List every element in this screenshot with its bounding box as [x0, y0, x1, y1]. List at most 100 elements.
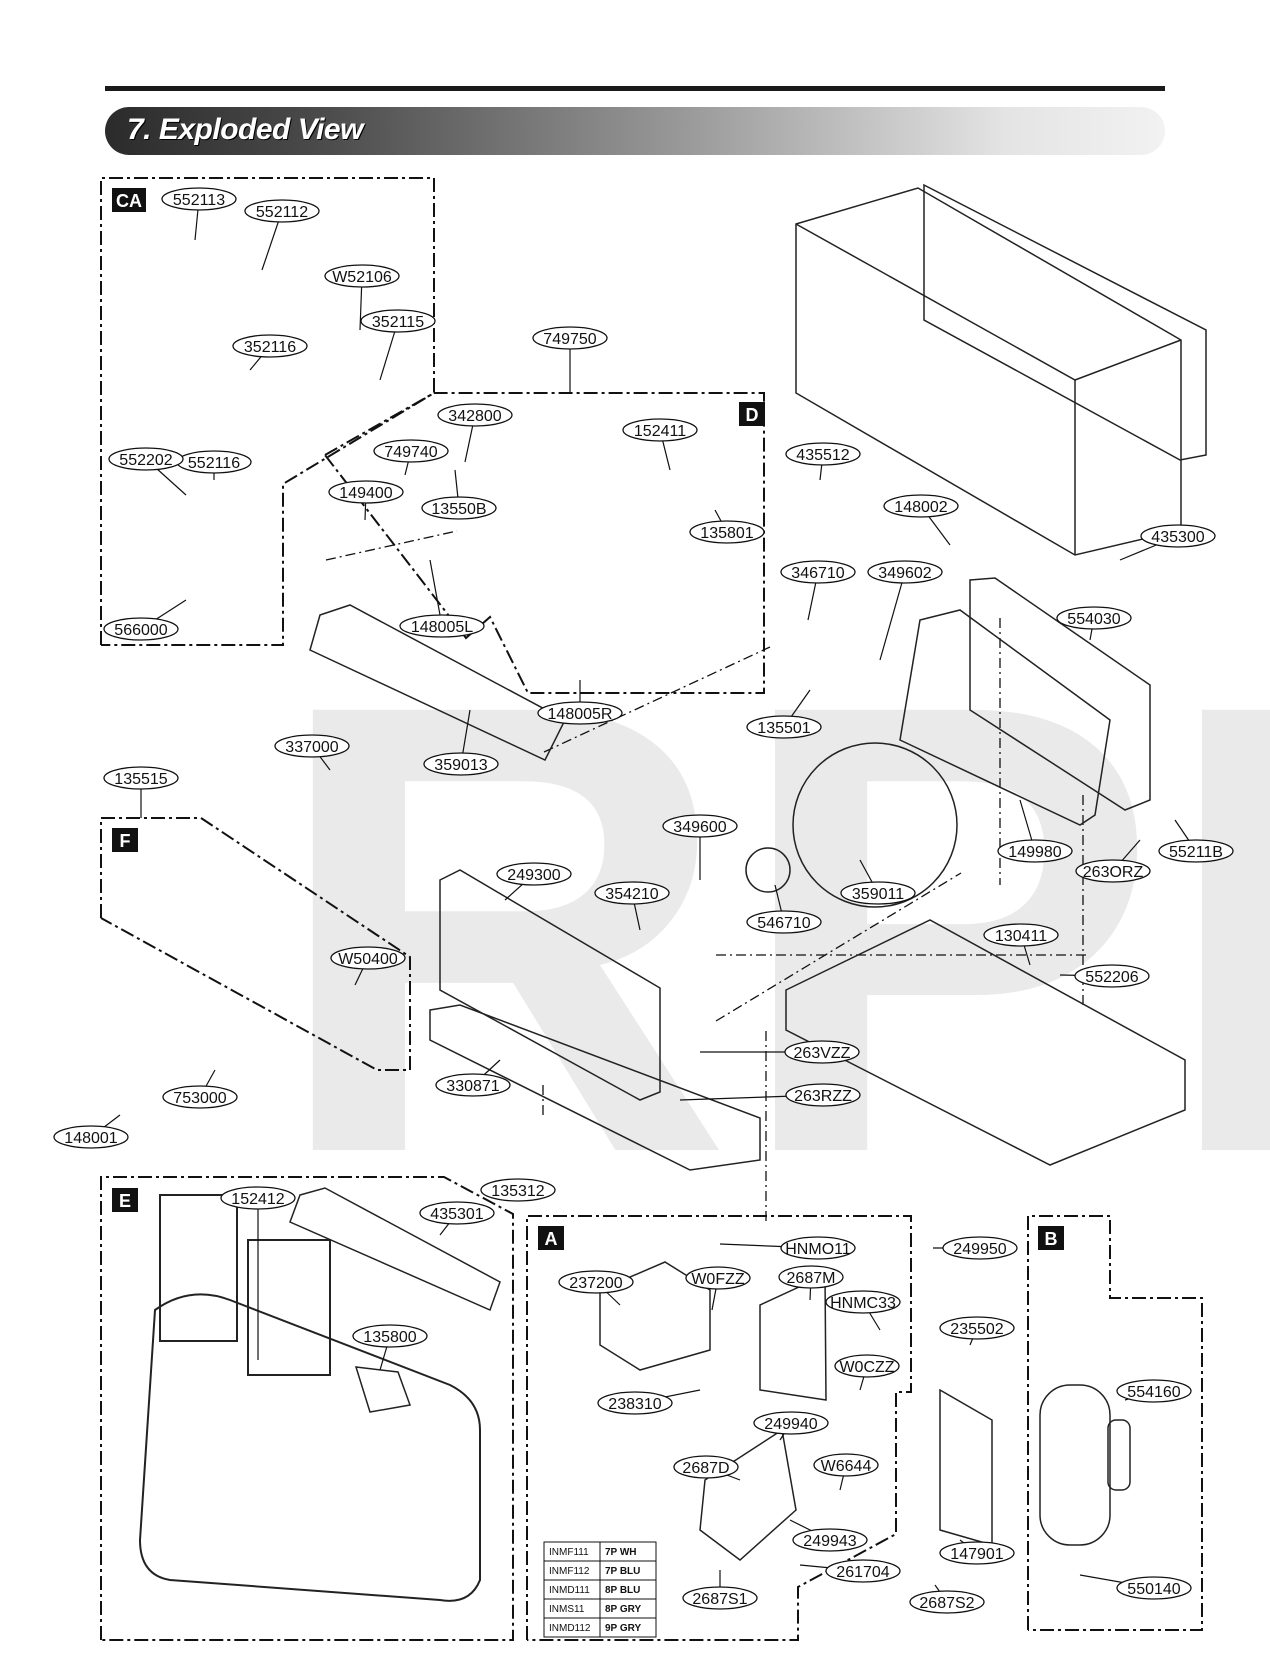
section-border-f	[100, 817, 411, 1071]
part-callout: 546710	[746, 910, 822, 934]
electrical-box	[699, 1428, 797, 1561]
section-tag: D	[739, 402, 765, 426]
part-number-label: 554160	[1127, 1384, 1180, 1401]
callout-oval	[274, 734, 350, 758]
part-callout: 237200	[558, 1270, 634, 1294]
part-number-label: 342800	[448, 408, 501, 425]
pcb-main	[759, 1273, 827, 1401]
section-border-e	[100, 1176, 514, 1641]
callout-oval	[330, 946, 406, 970]
part-callout: 342800	[437, 403, 513, 427]
top-rule	[105, 86, 1165, 91]
callout-oval	[594, 881, 670, 905]
part-callout: 263RZZ	[785, 1083, 861, 1107]
part-number-label: 2687D	[682, 1460, 729, 1477]
part-callout: 552113	[161, 187, 237, 211]
part-number-label: 135801	[700, 525, 753, 542]
part-callout: 435301	[419, 1201, 495, 1225]
connector-desc: 7P WH	[605, 1547, 637, 1558]
callout-oval	[780, 1236, 856, 1260]
section-tag-box	[112, 1188, 138, 1212]
component-drawings	[138, 183, 1207, 1602]
part-callout: 263ORZ	[1075, 859, 1151, 883]
callout-oval	[162, 1085, 238, 1109]
callout-oval	[792, 1528, 868, 1552]
part-number-label: 263RZZ	[794, 1088, 852, 1105]
part-callout: W52106	[324, 264, 400, 288]
part-callout: 152411	[622, 418, 698, 442]
part-number-label: 552206	[1085, 969, 1138, 986]
part-callout: 249950	[942, 1236, 1018, 1260]
part-callout: 135312	[480, 1178, 556, 1202]
part-number-label: HNMO11	[785, 1241, 851, 1258]
part-number-label: 148002	[894, 499, 947, 516]
section-border-a	[526, 1215, 912, 1641]
part-callout: 238310	[597, 1391, 673, 1415]
callout-oval	[622, 418, 698, 442]
part-callout: 2687D	[673, 1455, 739, 1479]
part-number-label: 147901	[950, 1546, 1003, 1563]
part-number-label: W0CZZ	[839, 1359, 894, 1376]
part-number-label: 2687S2	[919, 1595, 974, 1612]
part-number-label: 435301	[430, 1206, 483, 1223]
section-tag-box	[739, 402, 765, 426]
callout-oval	[53, 1125, 129, 1149]
part-number-label: 148005R	[548, 706, 613, 723]
part-callout: 149980	[997, 839, 1073, 863]
callout-oval	[244, 199, 320, 223]
connector-code: INMD111	[549, 1585, 590, 1596]
part-number-label: 349602	[878, 565, 931, 582]
part-callout: 749740	[373, 439, 449, 463]
compressor	[1039, 1384, 1111, 1546]
part-number-label: 749750	[543, 331, 596, 348]
part-number-label: 135515	[114, 771, 167, 788]
callout-oval	[883, 494, 959, 518]
callout-oval	[785, 1083, 861, 1107]
heat-exchanger	[439, 869, 661, 1101]
assembly-guide-lines	[325, 530, 1090, 1225]
section-tag-box	[538, 1226, 564, 1250]
accumulator	[1107, 1419, 1131, 1491]
callout-oval	[825, 1559, 901, 1583]
part-number-label: 346710	[791, 565, 844, 582]
part-number-label: 435300	[1151, 529, 1204, 546]
section-tag: A	[538, 1226, 564, 1250]
page-title: 7. Exploded View	[127, 113, 363, 146]
part-callout: 552202	[108, 447, 184, 471]
callout-oval	[161, 187, 237, 211]
callout-oval	[685, 1266, 751, 1290]
part-number-label: 552202	[119, 452, 172, 469]
part-callout: 554030	[1056, 606, 1132, 630]
callout-oval	[1074, 964, 1150, 988]
air-grille	[289, 1187, 501, 1312]
section-tag-box	[112, 188, 146, 212]
part-callout: 235502	[939, 1316, 1015, 1340]
base-pan	[785, 919, 1186, 1166]
part-callout: 135501	[746, 715, 822, 739]
callout-oval	[1140, 524, 1216, 548]
callout-oval	[437, 403, 513, 427]
callout-oval	[785, 442, 861, 466]
part-number-label: 263VZZ	[794, 1045, 851, 1062]
part-number-label: 135501	[757, 720, 810, 737]
callout-oval	[421, 496, 497, 520]
callout-oval	[662, 814, 738, 838]
part-number-label: 261704	[836, 1564, 889, 1581]
callout-oval	[746, 910, 822, 934]
part-number-label: 552116	[188, 455, 240, 472]
part-number-label: 238310	[608, 1396, 661, 1413]
part-callout: 352116	[232, 334, 308, 358]
part-callout: 263VZZ	[784, 1040, 860, 1064]
section-tag: CA	[112, 188, 146, 212]
rear-grille	[923, 183, 1207, 461]
callout-oval	[328, 480, 404, 504]
part-number-label: 566000	[114, 622, 167, 639]
section-tag-label: CA	[116, 191, 142, 211]
part-callout: 349602	[867, 560, 943, 584]
section-tag: E	[112, 1188, 138, 1212]
part-callout: 330871	[435, 1073, 511, 1097]
callout-oval	[673, 1455, 739, 1479]
part-callout: 2687S1	[682, 1586, 758, 1610]
